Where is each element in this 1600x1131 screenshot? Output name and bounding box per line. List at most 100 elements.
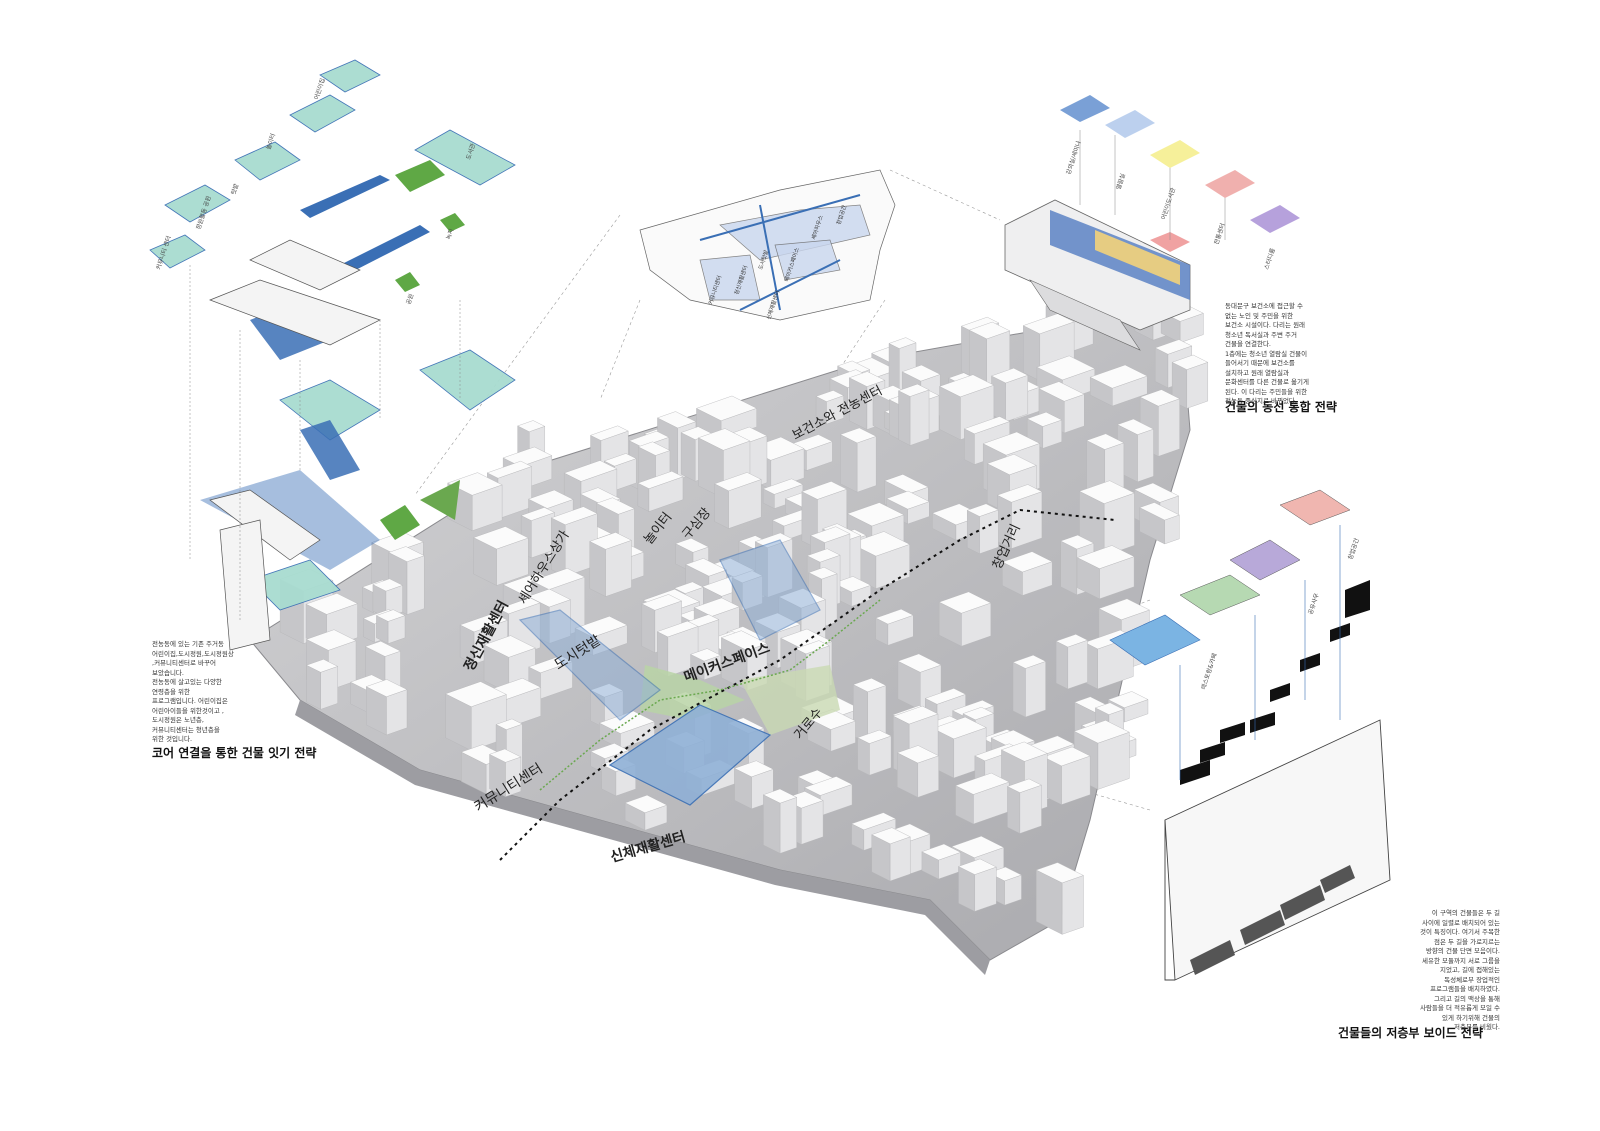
building-face bbox=[364, 640, 402, 657]
building-face bbox=[1094, 702, 1125, 715]
building-face bbox=[1036, 355, 1096, 381]
building-face bbox=[656, 411, 697, 429]
building-face bbox=[966, 503, 999, 517]
paragraph-line: 청소년 독서실과 주변 주거 bbox=[1225, 330, 1297, 339]
building-face bbox=[982, 431, 1041, 456]
paragraph-line: 건물을 연결한다. bbox=[1225, 340, 1271, 348]
building-face bbox=[1133, 482, 1180, 503]
building-face bbox=[697, 428, 751, 451]
building-face bbox=[888, 337, 917, 349]
building-face bbox=[1060, 534, 1095, 550]
left-strategy-title: 코어 연결을 통한 건물 잇기 전략 bbox=[152, 746, 317, 760]
building-face bbox=[589, 541, 606, 597]
building-face bbox=[637, 470, 684, 489]
building-face bbox=[1061, 875, 1084, 935]
building-face bbox=[444, 681, 507, 707]
building-face bbox=[680, 432, 696, 482]
paragraph-line: 위한 것입니다. bbox=[152, 735, 193, 743]
building-face bbox=[957, 858, 997, 875]
paragraph-line: 설치하고 원래 열람실과 bbox=[1225, 368, 1289, 377]
building-face bbox=[365, 679, 408, 697]
building-face bbox=[320, 666, 338, 710]
building-face bbox=[714, 483, 729, 529]
building-face bbox=[875, 608, 914, 625]
building-face bbox=[857, 729, 892, 744]
building-face bbox=[968, 321, 1011, 340]
building-face bbox=[1025, 661, 1046, 718]
building-face bbox=[962, 706, 995, 721]
building-face bbox=[406, 555, 425, 615]
left-exploded-diagram bbox=[149, 59, 516, 651]
building-face bbox=[1012, 661, 1026, 718]
building-face bbox=[762, 478, 804, 495]
paragraph-line: 들어서기 때문에 보건소를 bbox=[1225, 359, 1295, 367]
building-face bbox=[779, 797, 797, 854]
building-face bbox=[590, 425, 629, 441]
building-face bbox=[520, 507, 556, 521]
paragraph-line: 지었고, 길에 접해있는 bbox=[1439, 966, 1500, 974]
building-face bbox=[852, 678, 887, 693]
paragraph-line: 된다. 이 다리는 주민들을 위한 bbox=[1225, 387, 1308, 396]
building-face bbox=[641, 594, 683, 611]
bottom-program-label: 공유사무 bbox=[1306, 592, 1321, 616]
building-face bbox=[974, 866, 997, 912]
building-face bbox=[955, 772, 1010, 795]
building-face bbox=[857, 737, 870, 776]
building-face bbox=[938, 591, 992, 614]
building-face bbox=[896, 745, 940, 764]
building-face bbox=[527, 588, 572, 608]
building-face bbox=[932, 716, 987, 740]
key-map bbox=[639, 169, 896, 321]
building-face bbox=[1067, 639, 1088, 690]
paragraph-line: 방향의 건물 단면 모음이다. bbox=[1425, 947, 1500, 955]
building-face bbox=[497, 597, 541, 615]
building-face bbox=[871, 827, 911, 845]
building-face bbox=[921, 843, 962, 861]
building-face bbox=[808, 567, 838, 580]
building-face bbox=[1006, 778, 1043, 793]
building-face bbox=[375, 609, 406, 622]
building-face bbox=[804, 776, 853, 796]
paragraph-line: 없는 노인 및 주민을 위한 bbox=[1225, 311, 1294, 320]
building-face bbox=[1007, 786, 1021, 834]
paragraph-line: 커뮤니티센터는 청년층을 bbox=[152, 725, 220, 734]
building-face bbox=[1060, 540, 1078, 596]
right-program-label: 전통센터 bbox=[1212, 222, 1226, 245]
building-face bbox=[693, 597, 740, 617]
building-face bbox=[889, 836, 911, 882]
building-face bbox=[848, 371, 886, 387]
building-face bbox=[840, 434, 858, 493]
building-face bbox=[637, 441, 671, 456]
building-face bbox=[909, 389, 930, 446]
building-face bbox=[372, 578, 404, 592]
paragraph-line: 보았습니다. bbox=[152, 668, 184, 677]
building-face bbox=[473, 526, 529, 550]
building-face bbox=[459, 612, 509, 633]
building-face bbox=[306, 664, 321, 710]
building-face bbox=[1154, 339, 1193, 355]
building-face bbox=[897, 383, 930, 397]
building-face bbox=[447, 472, 503, 496]
building-face bbox=[603, 453, 637, 467]
building-face bbox=[1076, 545, 1135, 569]
building-face bbox=[901, 364, 941, 382]
building-face bbox=[486, 460, 533, 479]
left-program-label: 공원 bbox=[404, 293, 415, 306]
building-face bbox=[886, 490, 930, 510]
building-face bbox=[1139, 502, 1180, 521]
building-face bbox=[690, 648, 722, 662]
building-face bbox=[839, 427, 877, 444]
building-face bbox=[695, 395, 758, 421]
building-face bbox=[531, 568, 586, 590]
bottom-program-label: 창업공간 bbox=[1346, 537, 1361, 561]
top-right-strategy-title: 건물의 동선 통합 전략 bbox=[1225, 400, 1337, 414]
building-face bbox=[963, 416, 1011, 435]
building-face bbox=[1005, 374, 1028, 423]
building-face bbox=[762, 788, 798, 804]
building-face bbox=[1073, 720, 1130, 744]
building-face bbox=[1019, 784, 1042, 834]
paragraph-line: 1층에는 청소년 열람실 건물이 bbox=[1225, 349, 1308, 358]
bottom-right-strategy-title: 건물들의 저층부 보이드 전략 bbox=[1338, 1026, 1484, 1040]
green-zones bbox=[420, 480, 840, 735]
